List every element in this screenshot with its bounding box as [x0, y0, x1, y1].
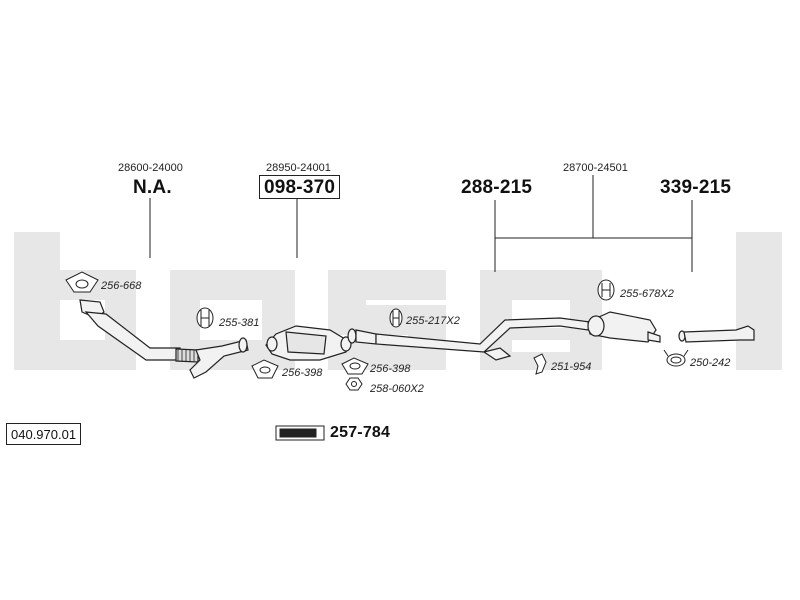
part-label: 250-242 — [690, 357, 731, 369]
hanger-icon — [597, 279, 615, 301]
bracket-icon — [533, 353, 547, 375]
part-number-center-pipe: 288-215 — [461, 177, 533, 198]
front-pipe-drawing — [79, 299, 249, 379]
reference-number: 040.970.01 — [6, 423, 82, 445]
part-label: 258-060X2 — [370, 383, 424, 395]
oem-number-catalyst: 28950-24001 — [266, 162, 331, 174]
part-number-fitting-kit: 257-784 — [330, 424, 391, 441]
part-label: 255-678X2 — [620, 288, 674, 300]
nut-icon — [345, 377, 363, 391]
part-number-catalyst: 098-370 — [259, 175, 341, 199]
part-label: 256-398 — [282, 367, 323, 379]
gasket-icon — [65, 271, 99, 293]
part-label: 255-217X2 — [406, 315, 460, 327]
part-label: 256-398 — [370, 363, 411, 375]
part-label: 251-954 — [551, 361, 592, 373]
gasket-icon — [341, 357, 369, 375]
part-number-front-pipe: N.A. — [133, 177, 172, 198]
clamp-icon — [663, 349, 689, 367]
part-label: 256-668 — [101, 280, 142, 292]
fitting-kit-icon — [275, 425, 325, 441]
part-label: 255-381 — [219, 317, 260, 329]
catalyst-drawing — [265, 325, 352, 361]
part-number-rear-silencer: 339-215 — [660, 177, 732, 198]
rear-silencer-drawing — [587, 311, 661, 343]
oem-number-front-pipe: 28600-24000 — [118, 162, 183, 174]
gasket-icon — [251, 359, 279, 379]
rubber-mount-icon — [389, 308, 403, 328]
oem-number-rear-system: 28700-24501 — [563, 162, 628, 174]
rubber-mount-icon — [196, 307, 214, 329]
center-pipe-drawing — [347, 317, 591, 361]
tail-pipe-drawing — [678, 325, 755, 343]
